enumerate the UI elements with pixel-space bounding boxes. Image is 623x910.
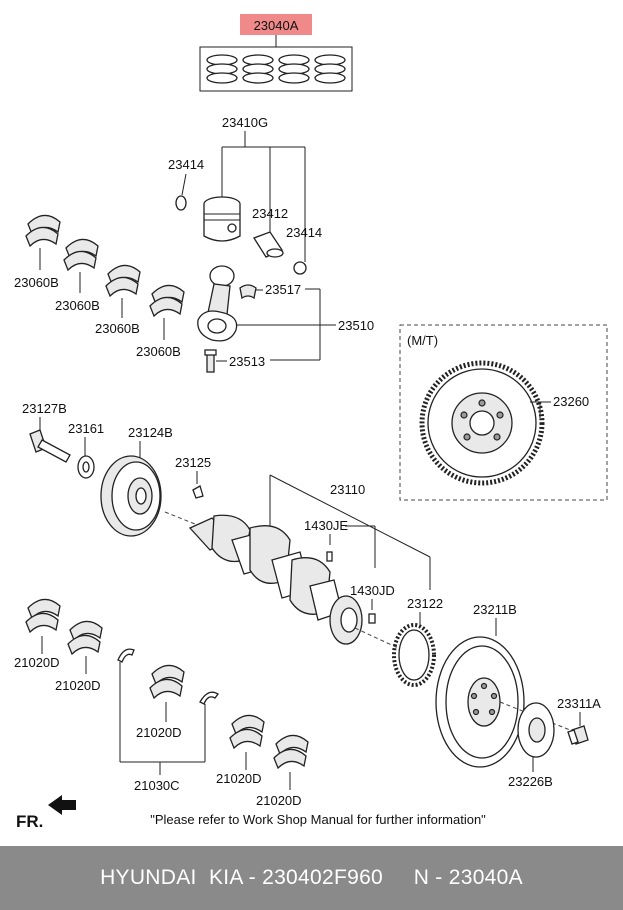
part-label-23124B[interactable]: 23124B	[128, 425, 173, 440]
crank-pulley	[100, 455, 162, 537]
reluctor-ring	[392, 623, 436, 687]
rod-bolt	[204, 349, 217, 373]
front-label: FR.	[16, 812, 43, 831]
footer-text: HYUNDAI KIA - 230402F960 N - 23040A	[100, 866, 523, 889]
footer-banner: HYUNDAI KIA - 230402F960 N - 23040A	[0, 846, 623, 910]
part-label-23211B[interactable]: 23211B	[473, 602, 517, 617]
part-label-21030C[interactable]: 21030C	[134, 778, 180, 793]
part-label-21020D-3[interactable]: 21020D	[136, 725, 182, 740]
crank-bolt	[29, 429, 71, 463]
part-label-21020D-5[interactable]: 21020D	[256, 793, 302, 808]
piston-pin	[253, 231, 284, 258]
thrust-washer-left	[117, 648, 135, 663]
dual-mass-flywheel	[419, 360, 545, 486]
part-label-23127B[interactable]: 23127B	[22, 401, 67, 416]
part-label-23414-left[interactable]: 23414	[168, 157, 204, 172]
part-label-23260[interactable]: 23260	[553, 394, 589, 409]
dowel-pin-jd	[368, 613, 376, 624]
dowel-pin-je	[326, 551, 333, 562]
snap-ring-right	[293, 261, 307, 275]
part-label-23226B[interactable]: 23226B	[508, 774, 553, 789]
drive-plate	[435, 636, 525, 768]
reference-note: "Please refer to Work Shop Manual for fu…	[150, 812, 486, 827]
part-label-23510[interactable]: 23510	[338, 318, 374, 333]
part-label-23311A[interactable]: 23311A	[557, 696, 601, 711]
piston-ring-set	[206, 54, 346, 84]
woodruff-key	[192, 485, 204, 499]
part-label-23060B-3[interactable]: 23060B	[95, 321, 140, 336]
ring-set-box	[199, 46, 353, 92]
front-arrow-icon	[48, 795, 76, 815]
part-label-23410G[interactable]: 23410G	[222, 115, 268, 130]
part-label-1430JE[interactable]: 1430JE	[304, 518, 348, 533]
part-label-23125[interactable]: 23125	[175, 455, 211, 470]
part-label-1430JD[interactable]: 1430JD	[350, 583, 395, 598]
snap-ring-left	[175, 195, 187, 211]
part-label-21020D-4[interactable]: 21020D	[216, 771, 262, 786]
thrust-washer-right	[199, 691, 219, 705]
adapter-plate	[517, 702, 555, 758]
part-label-23517[interactable]: 23517	[265, 282, 301, 297]
flywheel-bolt	[567, 725, 589, 745]
crankshaft	[188, 514, 363, 645]
part-label-23040A[interactable]: 23040A	[254, 18, 299, 33]
part-label-23122[interactable]: 23122	[407, 596, 443, 611]
parts-diagram: 23040A 23410G 23414 23412 23414	[14, 14, 608, 831]
part-label-21020D-1[interactable]: 21020D	[14, 655, 60, 670]
part-label-23412[interactable]: 23412	[252, 206, 288, 221]
part-label-23161[interactable]: 23161	[68, 421, 104, 436]
part-label-23060B-4[interactable]: 23060B	[136, 344, 181, 359]
connecting-rod	[197, 265, 238, 342]
rod-bearing-cap	[239, 284, 257, 300]
mt-group-box	[399, 324, 608, 501]
part-label-23060B-2[interactable]: 23060B	[55, 298, 100, 313]
main-bearing-shells	[25, 598, 309, 770]
part-label-23414-right[interactable]: 23414	[286, 225, 322, 240]
part-label-highlight	[240, 14, 312, 35]
part-label-23110[interactable]: 23110	[330, 482, 365, 497]
conrod-bearing-shells	[25, 214, 185, 318]
part-label-23513[interactable]: 23513	[229, 354, 265, 369]
part-label-21020D-2[interactable]: 21020D	[55, 678, 101, 693]
piston	[203, 196, 241, 242]
mt-group-label[interactable]: (M/T)	[407, 333, 438, 348]
part-label-23060B-1[interactable]: 23060B	[14, 275, 59, 290]
